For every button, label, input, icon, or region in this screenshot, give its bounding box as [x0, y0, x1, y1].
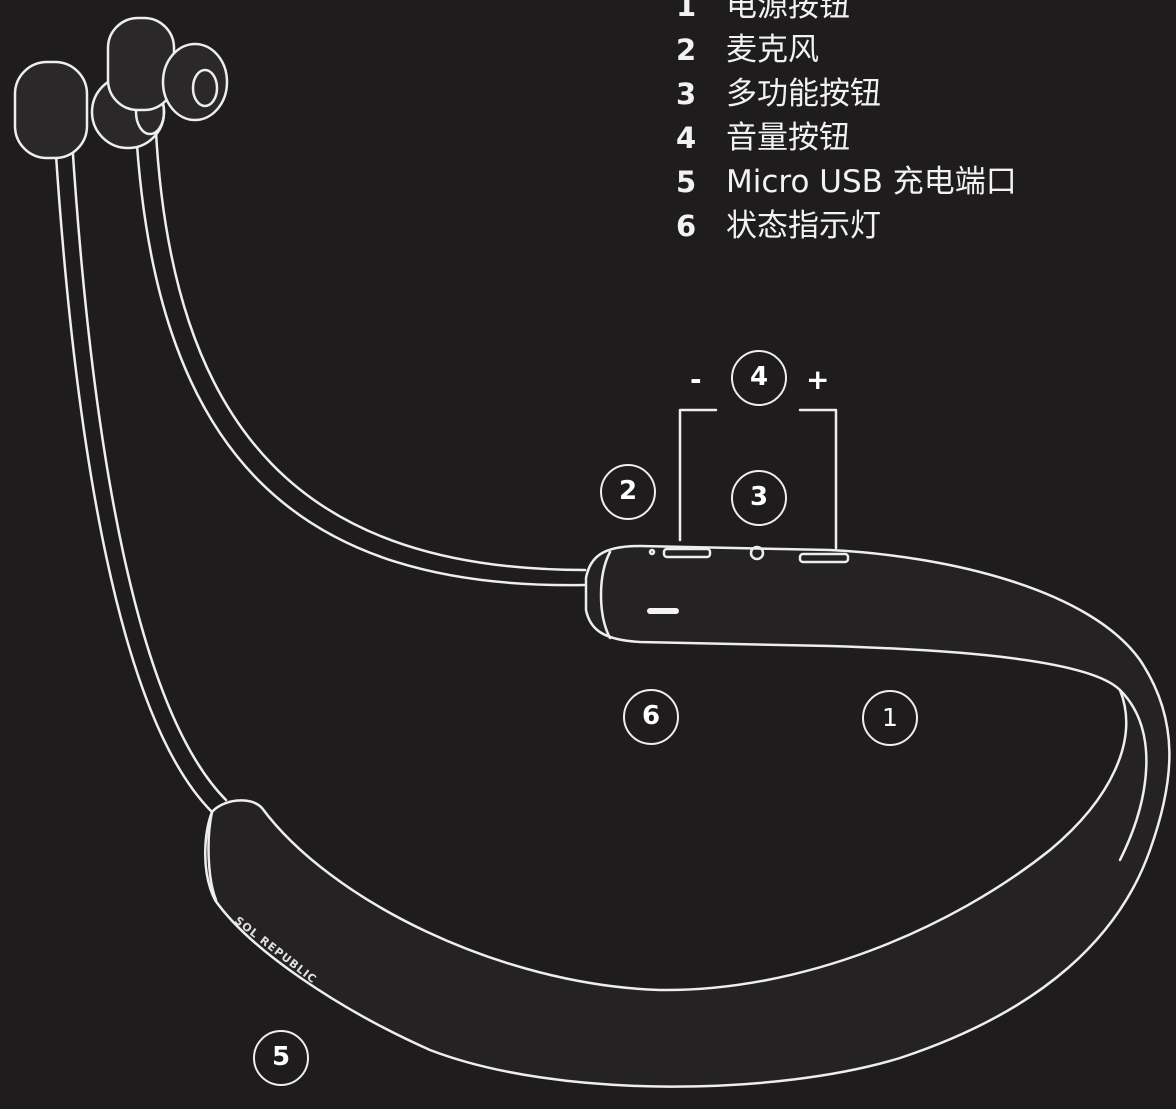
right-earbud-tip [161, 42, 229, 122]
neckband [204, 544, 1171, 1088]
left-cable [53, 138, 214, 814]
legend-number: 1 [676, 0, 697, 23]
callout-multifunction: 3 [731, 470, 787, 526]
legend-item: 4 音量按钮 [676, 116, 1017, 160]
left-cable-inner [70, 138, 228, 802]
volume-minus-button [662, 547, 712, 559]
legend-number: 2 [676, 33, 697, 67]
legend-label: 音量按钮 [726, 120, 850, 156]
left-earbud-stem [13, 60, 89, 160]
callout-status-light: 6 [623, 689, 679, 745]
right-cable-inner [153, 110, 587, 572]
legend-number: 6 [676, 209, 697, 243]
legend-item: 1 电源按钮 [676, 0, 1017, 28]
volume-plus-sign: + [806, 363, 830, 396]
legend-number: 4 [676, 121, 697, 155]
legend-item: 2 麦克风 [676, 28, 1017, 72]
legend-item: 3 多功能按钮 [676, 72, 1017, 116]
callout-power: 1 [862, 690, 918, 746]
callout-volume: 4 [731, 350, 787, 406]
legend-number: 3 [676, 77, 697, 111]
status-light [647, 608, 679, 614]
legend-label: 麦克风 [726, 32, 819, 68]
volume-minus-sign: - [690, 363, 702, 396]
callout-microphone: 2 [600, 464, 656, 520]
callout-usb-port: 5 [253, 1030, 309, 1086]
neckband-edge [1118, 688, 1148, 862]
control-unit-cap [599, 550, 612, 640]
volume-bracket [678, 408, 838, 550]
right-cable [133, 108, 587, 587]
right-earbud-tip-inner [191, 68, 219, 108]
legend-label: 多功能按钮 [726, 76, 881, 112]
microphone-hole [648, 548, 656, 556]
multifunction-button [749, 545, 765, 561]
legend-item: 6 状态指示灯 [676, 204, 1017, 248]
legend-label: Micro USB 充电端口 [726, 164, 1017, 200]
volume-plus-button [798, 552, 850, 564]
usb-pod-seam [207, 810, 218, 902]
legend-item: 5 Micro USB 充电端口 [676, 160, 1017, 204]
legend-number: 5 [676, 165, 697, 199]
legend-label: 电源按钮 [726, 0, 850, 24]
legend-label: 状态指示灯 [726, 208, 881, 244]
